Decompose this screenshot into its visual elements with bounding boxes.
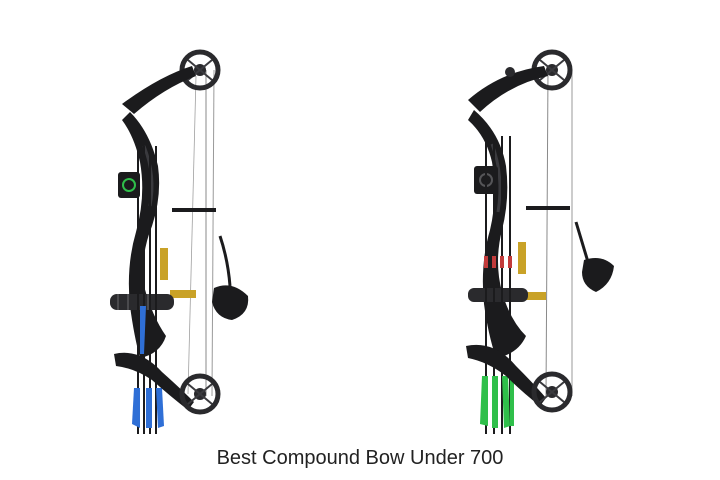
compound-bow-image-right: [466, 49, 614, 434]
image-caption: Best Compound Bow Under 700: [216, 447, 504, 469]
product-image-area: [110, 49, 614, 434]
compound-bow-image-left: [110, 49, 249, 434]
